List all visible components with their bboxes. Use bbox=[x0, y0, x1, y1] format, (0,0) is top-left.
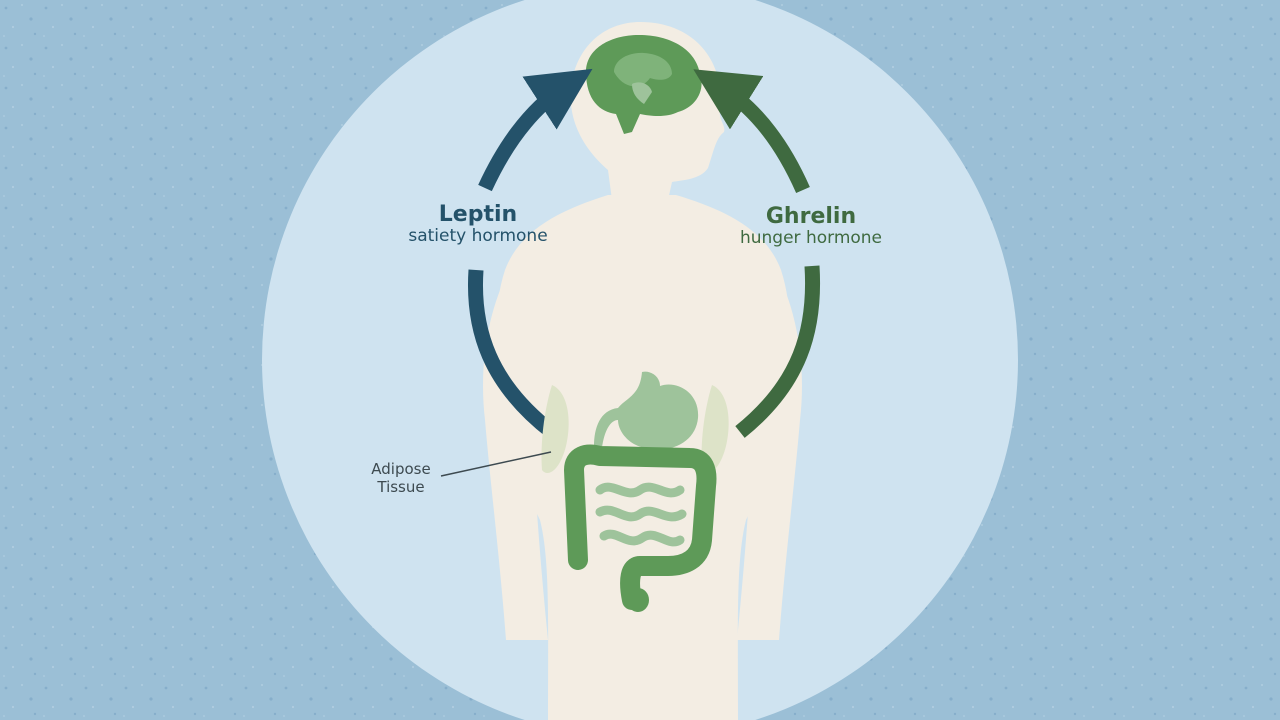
ghrelin-label: Ghrelin hunger hormone bbox=[716, 204, 906, 249]
leptin-arrow-upper bbox=[478, 68, 593, 192]
ghrelin-arrow-upper bbox=[693, 69, 810, 194]
leptin-arrow-lower bbox=[467, 269, 557, 438]
stomach-icon bbox=[594, 371, 699, 450]
ghrelin-arrow-lower bbox=[735, 265, 821, 438]
leptin-label: Leptin satiety hormone bbox=[383, 202, 573, 247]
intestines-icon bbox=[564, 444, 717, 612]
adipose-label-line1: Adipose bbox=[371, 460, 431, 478]
ghrelin-subtitle: hunger hormone bbox=[739, 228, 883, 249]
adipose-label-line2: Tissue bbox=[377, 478, 425, 496]
adipose-pointer-line bbox=[440, 451, 552, 477]
right-arm-silhouette bbox=[737, 260, 802, 640]
leptin-subtitle: satiety hormone bbox=[408, 226, 548, 247]
leptin-title: Leptin bbox=[438, 202, 518, 227]
brain-icon bbox=[586, 34, 702, 134]
left-arm-silhouette bbox=[483, 260, 548, 640]
ghrelin-title: Ghrelin bbox=[765, 204, 857, 229]
adipose-tissue-icon bbox=[541, 385, 729, 473]
adipose-tissue-label: Adipose Tissue bbox=[356, 460, 446, 496]
